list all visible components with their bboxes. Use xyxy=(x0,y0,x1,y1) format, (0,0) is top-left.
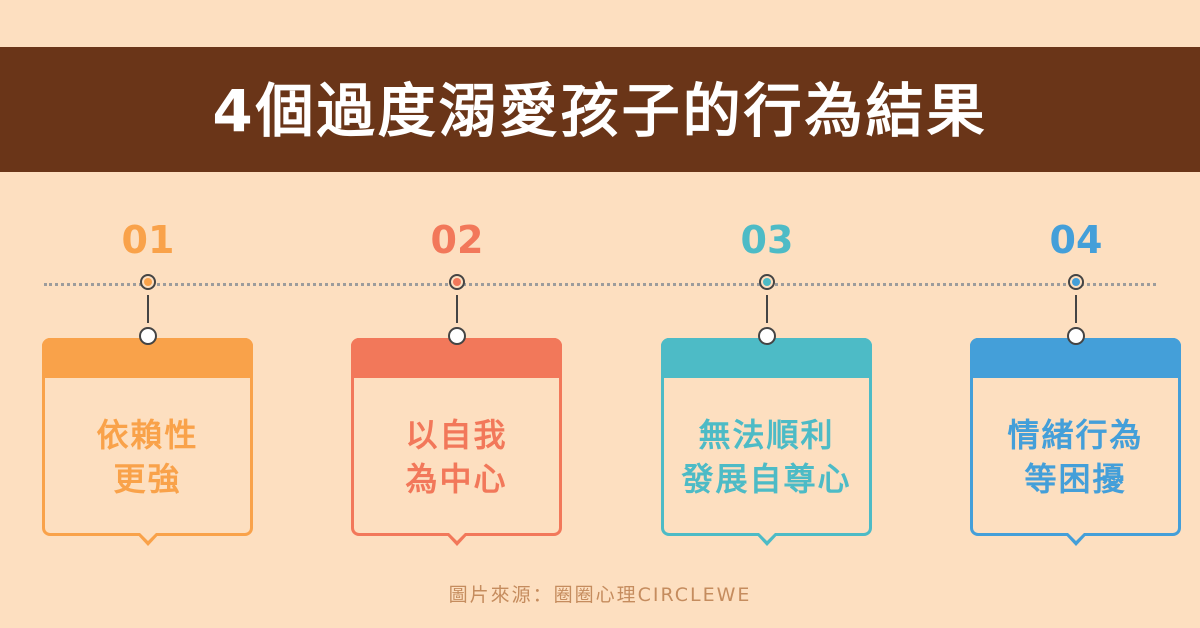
timeline-node-2 xyxy=(449,274,465,290)
timeline-node-dot xyxy=(763,278,771,286)
connector-line-2 xyxy=(456,295,458,323)
step-text-4: 情緒行為 等困擾 xyxy=(1007,416,1144,498)
page-title: 4個過度溺愛孩子的行為結果 xyxy=(212,76,988,145)
timeline-node-dot xyxy=(453,278,461,286)
step-number-1: 01 xyxy=(121,218,175,262)
image-source-credit: 圖片來源：圈圈心理CIRCLEWE xyxy=(448,584,752,606)
step-card-3: 無法順利 發展自尊心 xyxy=(661,327,872,546)
timeline-node-dot xyxy=(144,278,152,286)
card-pin-icon xyxy=(757,327,776,345)
connector-line-1 xyxy=(147,295,149,323)
step-number-2: 02 xyxy=(430,218,484,262)
step-card-1: 依賴性 更強 xyxy=(42,327,253,546)
step-text-2: 以自我 為中心 xyxy=(405,416,508,498)
step-number-3: 03 xyxy=(740,218,794,262)
timeline-node-4 xyxy=(1068,274,1084,290)
connector-line-4 xyxy=(1075,295,1077,323)
timeline-node-1 xyxy=(140,274,156,290)
timeline-dotted-line xyxy=(44,283,1156,286)
step-number-4: 04 xyxy=(1049,218,1103,262)
title-banner: 4個過度溺愛孩子的行為結果 xyxy=(0,47,1200,172)
card-pin-icon xyxy=(1066,327,1085,345)
step-text-1: 依賴性 更強 xyxy=(96,416,199,498)
timeline-node-3 xyxy=(759,274,775,290)
connector-line-3 xyxy=(766,295,768,323)
step-card-2: 以自我 為中心 xyxy=(351,327,562,546)
card-pin-icon xyxy=(138,327,157,345)
step-text-3: 無法順利 發展自尊心 xyxy=(681,416,852,498)
card-pin-icon xyxy=(447,327,466,345)
step-card-4: 情緒行為 等困擾 xyxy=(970,327,1181,546)
timeline-node-dot xyxy=(1072,278,1080,286)
